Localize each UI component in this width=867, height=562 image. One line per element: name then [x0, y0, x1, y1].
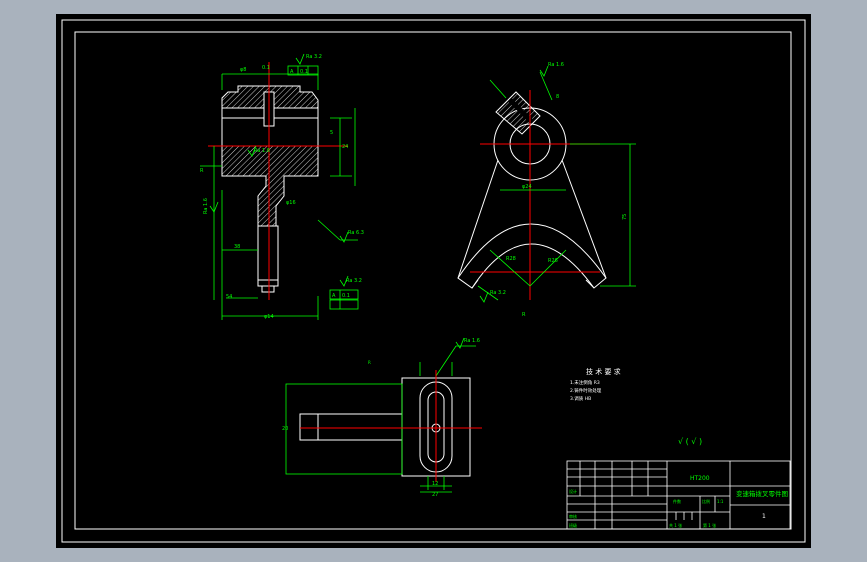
- tech-req-line-3: 3.调质 HB: [570, 395, 591, 402]
- drawing-paper: [56, 14, 811, 548]
- bottom-dim-lines: [285, 337, 476, 493]
- inner-frame: [74, 31, 792, 530]
- tech-req-line-2: 2.铸件时效处理: [570, 387, 602, 394]
- roughness-note: √ ( √ ): [678, 437, 702, 446]
- fcf-a-bottom: A: [332, 293, 336, 299]
- title-block-text: HT200 变速箱拨叉零件图 1 比例 1:1 件数 共 1 张 第 1 张 设…: [569, 475, 788, 528]
- dim-left-top-tol: 0.1: [262, 65, 270, 71]
- rough-left-3: Ra 6.3: [348, 230, 364, 236]
- rough-left-4: Ra 3.2: [346, 278, 362, 284]
- title-block: [566, 460, 791, 530]
- right-dim-text: 8 φ24 R28 R26 75 Ra 1.6 Ra 3.2 R: [490, 62, 628, 318]
- dim-bottom-slot2: 27: [432, 492, 438, 498]
- dim-bottom-height: 20: [282, 426, 288, 432]
- tb-sheet-label2: 第 1 张: [703, 522, 716, 528]
- dim-left-h2: 5: [330, 130, 333, 136]
- tb-grade: 班级: [569, 522, 577, 528]
- tech-requirements: 技 术 要 求 1.未注倒角 R3 2.铸件时效处理 3.调质 HB: [570, 367, 621, 402]
- tb-material: HT200: [690, 475, 710, 482]
- left-dim-text: φ8 0.1 24 φ14 38 54 φ16 R 5 A 0.1 Ra 3.2…: [200, 54, 364, 320]
- dim-right-radius: R28: [506, 256, 516, 262]
- tech-req-line-1: 1.未注倒角 R3: [570, 379, 600, 386]
- rough-left-1: Ra 3.2: [306, 54, 322, 60]
- tb-drawing-no: 1: [762, 513, 766, 520]
- tb-scale-label: 比例: [702, 498, 710, 504]
- dim-right-axis: R: [522, 312, 526, 318]
- view-marker-c: R: [368, 360, 371, 365]
- dim-bottom-slot1: 12: [432, 481, 438, 487]
- tb-sheet-label: 共 1 张: [669, 522, 682, 528]
- tb-checker: 审核: [569, 513, 577, 519]
- dim-right-bore: φ24: [522, 184, 532, 190]
- left-centerlines: [208, 62, 348, 300]
- dim-left-shaft-dia: φ16: [286, 200, 296, 206]
- fcf-a-top: A: [290, 69, 294, 75]
- bottom-dim-text: 12 27 20 Ra 1.6: [282, 338, 480, 498]
- tb-drawing-title: 变速箱拨叉零件图: [736, 489, 788, 498]
- rough-bottom-1: Ra 1.6: [464, 338, 480, 344]
- right-fork-view: [457, 91, 607, 289]
- rough-left-5: Ra 1.6: [203, 198, 209, 214]
- tech-req-title: 技 术 要 求: [586, 367, 621, 376]
- dim-left-shaft-len: 54: [226, 294, 232, 300]
- tb-designer: 设计: [569, 488, 577, 494]
- tb-qty-label: 件数: [673, 498, 681, 504]
- fcf-b-top: 0.1: [300, 69, 308, 75]
- dim-left-h1: R: [200, 168, 204, 174]
- right-dimensions: [477, 65, 636, 303]
- rough-left-2: Ra 1.6: [254, 148, 270, 154]
- dim-left-top-width: φ8: [240, 67, 246, 73]
- dim-right-radius2: R26: [548, 258, 558, 264]
- dim-right-slot: 8: [556, 94, 559, 100]
- bottom-centerlines: [300, 370, 482, 482]
- rough-right-1: Ra 1.6: [548, 62, 564, 68]
- left-dimensions: [200, 53, 359, 320]
- dim-left-right-height: 24: [342, 144, 348, 150]
- dim-right-height: 75: [622, 214, 628, 220]
- outer-frame: [61, 19, 806, 543]
- fcf-b-bottom: 0.1: [342, 293, 350, 299]
- rough-right-2: Ra 3.2: [490, 290, 506, 296]
- tb-scale-value: 1:1: [717, 499, 724, 504]
- dim-left-mid-len: 38: [234, 244, 240, 250]
- dim-left-bottom-width: φ14: [264, 314, 274, 320]
